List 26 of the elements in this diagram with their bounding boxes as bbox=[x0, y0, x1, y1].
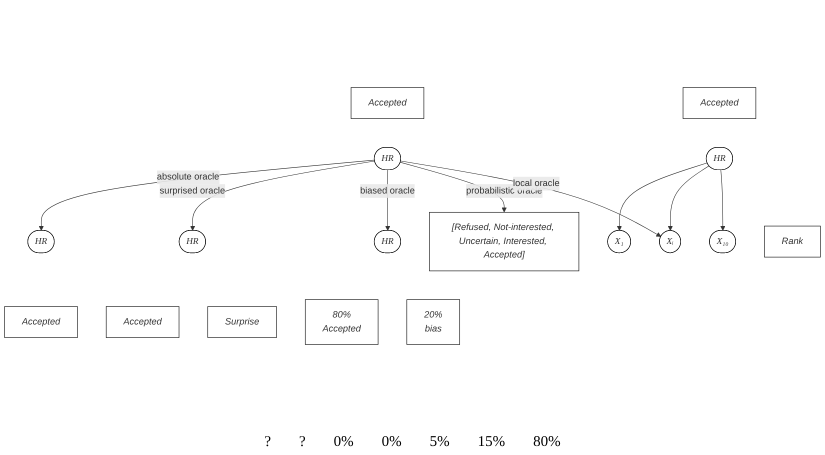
node-box: Rank bbox=[764, 226, 821, 258]
node-box: Accepted bbox=[350, 87, 424, 119]
arrow bbox=[38, 160, 375, 231]
annotation-text: 0% bbox=[334, 434, 354, 451]
node-box: 20% bias bbox=[406, 299, 460, 345]
edge-label: probabilistic oracle bbox=[466, 186, 542, 196]
node-box: Accepted bbox=[682, 87, 756, 119]
edge-label: surprised oracle bbox=[160, 186, 226, 196]
annotation-text: 80% bbox=[533, 434, 561, 451]
arrow bbox=[668, 166, 710, 231]
annotation-text: ? bbox=[264, 434, 271, 451]
arrow bbox=[616, 162, 708, 231]
node-box: Surprise bbox=[207, 306, 277, 338]
arrow bbox=[720, 170, 726, 231]
annotation-text: 5% bbox=[430, 434, 450, 451]
edge-label: absolute oracle bbox=[156, 172, 220, 182]
annotation-text: ? bbox=[299, 434, 306, 451]
node-box: [Refused, Not-interested, Uncertain, Interested, Accepted] bbox=[429, 212, 580, 272]
annotation-text: 15% bbox=[478, 434, 506, 451]
node-box: Accepted bbox=[106, 306, 180, 338]
edge-label: biased oracle bbox=[360, 186, 415, 196]
annotation-text: 0% bbox=[382, 434, 402, 451]
arrow bbox=[190, 160, 376, 231]
node-box: 80% Accepted bbox=[304, 299, 378, 345]
edge-label: local oracle bbox=[513, 178, 560, 188]
node-box: Accepted bbox=[4, 306, 78, 338]
